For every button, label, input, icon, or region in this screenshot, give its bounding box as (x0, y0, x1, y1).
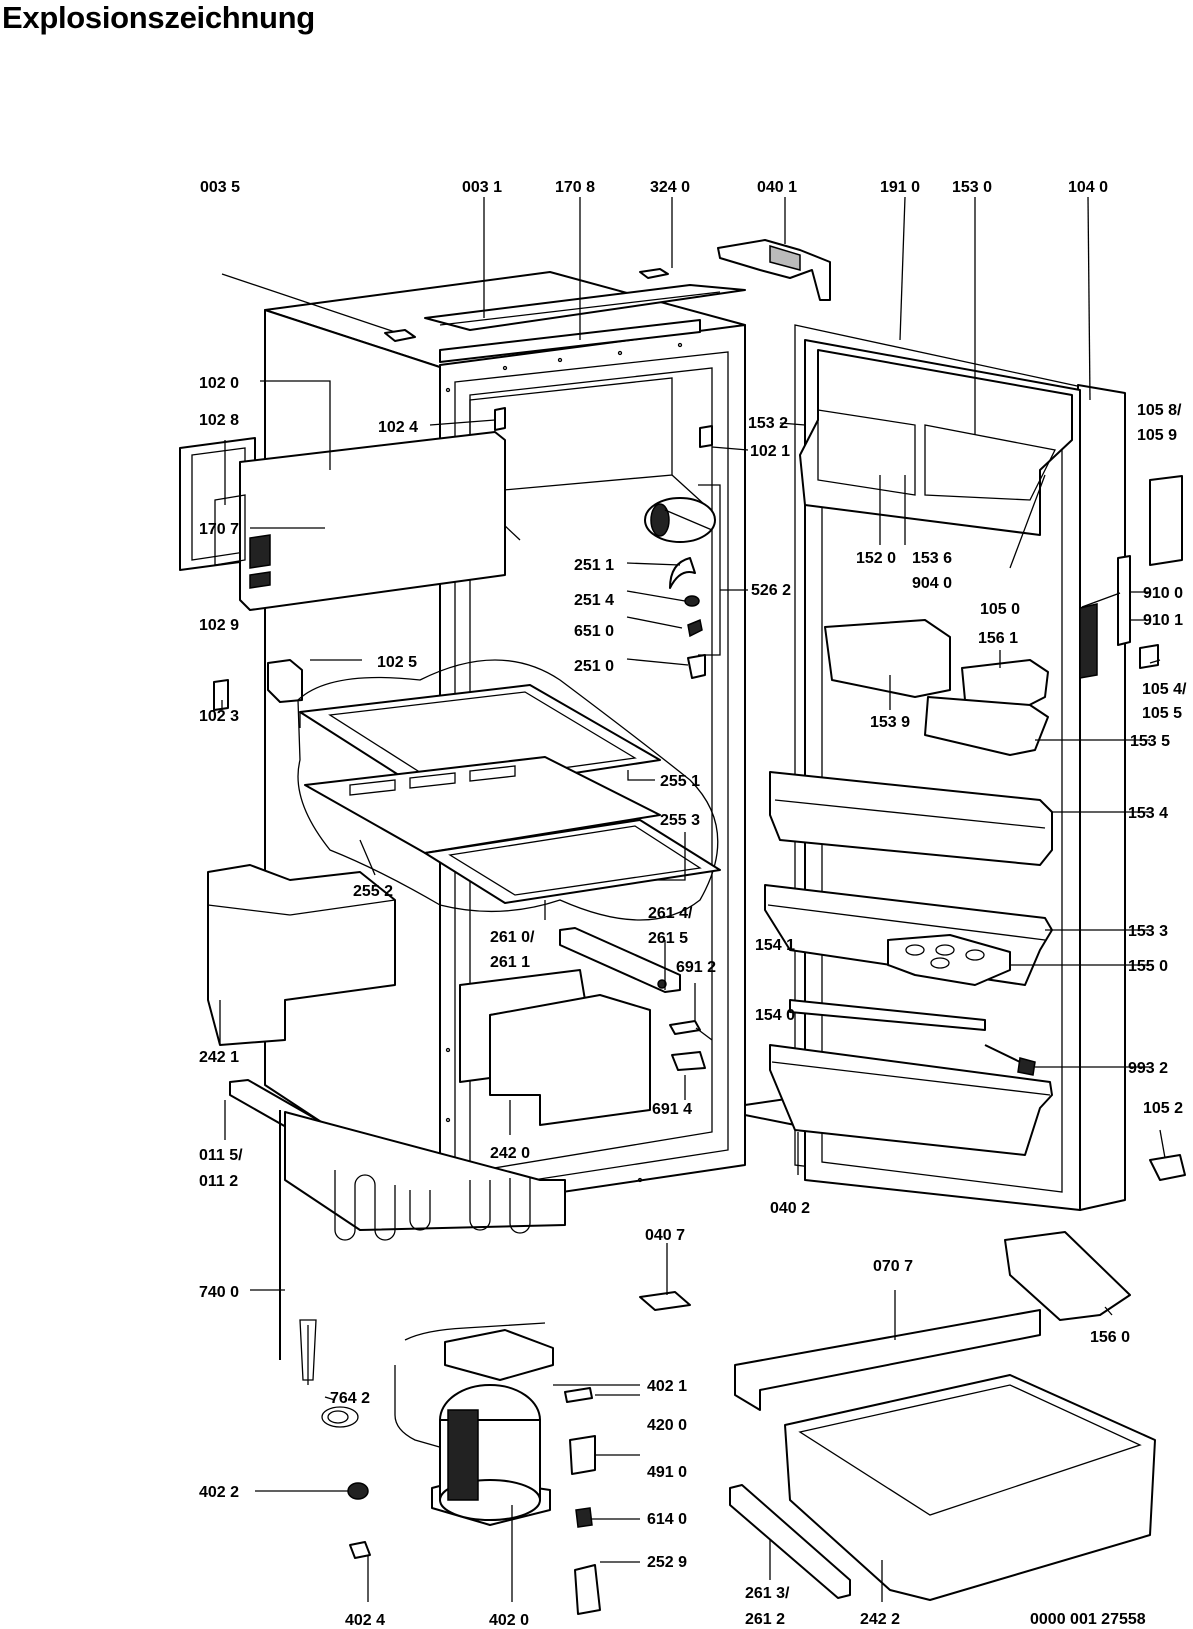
label-4021: 402 1 (647, 1378, 687, 1395)
label-2529: 252 9 (647, 1554, 687, 1571)
label-2611: 261 1 (490, 954, 530, 971)
label-0402: 040 2 (770, 1200, 810, 1217)
label-1910: 191 0 (880, 179, 920, 196)
label-4020: 402 0 (489, 1612, 529, 1629)
label-1707: 170 7 (199, 521, 239, 538)
label-2551: 255 1 (660, 773, 700, 790)
label-1532: 153 2 (748, 415, 788, 432)
label-1021: 102 1 (750, 443, 790, 460)
label-2614: 261 4/ (648, 905, 693, 922)
label-1536: 153 6 (912, 550, 952, 567)
label-1535: 153 5 (1130, 733, 1170, 750)
label-5262: 526 2 (751, 582, 791, 599)
label-0031: 003 1 (462, 179, 502, 196)
label-1020: 102 0 (199, 375, 239, 392)
label-2420: 242 0 (490, 1145, 530, 1162)
label-2511: 251 1 (574, 557, 614, 574)
label-4200: 420 0 (647, 1417, 687, 1434)
label-1059: 105 9 (1137, 427, 1177, 444)
label-2421: 242 1 (199, 1049, 239, 1066)
label-4910: 491 0 (647, 1464, 687, 1481)
label-1534: 153 4 (1128, 805, 1168, 822)
label-1708: 170 8 (555, 179, 595, 196)
document-number: 0000 001 27558 (1030, 1611, 1146, 1628)
leader-lines (219, 196, 1166, 1602)
label-2510: 251 0 (574, 658, 614, 675)
label-1058: 105 8/ (1137, 402, 1182, 419)
label-9932: 993 2 (1128, 1060, 1168, 1077)
label-1028: 102 8 (199, 412, 239, 429)
label-2613: 261 3/ (745, 1585, 790, 1602)
label-1029: 102 9 (199, 617, 239, 634)
part-labels: 003 5 003 1 170 8 324 0 040 1 191 0 153 … (199, 179, 1187, 1629)
label-9100: 910 0 (1143, 585, 1183, 602)
label-3240: 324 0 (650, 179, 690, 196)
label-2422: 242 2 (860, 1611, 900, 1628)
label-0401: 040 1 (757, 179, 797, 196)
freezer-door (179, 407, 713, 711)
label-2612: 261 2 (745, 1611, 785, 1628)
thermostat-assembly (644, 497, 716, 679)
label-1025: 102 5 (377, 654, 417, 671)
label-1052: 105 2 (1143, 1100, 1183, 1117)
label-1540: 154 0 (755, 1007, 795, 1024)
label-1050: 105 0 (980, 601, 1020, 618)
label-0112: 011 2 (199, 1173, 238, 1190)
label-1560: 156 0 (1090, 1329, 1130, 1346)
label-2553: 255 3 (660, 812, 700, 829)
label-1530: 153 0 (952, 179, 992, 196)
label-4022: 402 2 (199, 1484, 239, 1501)
label-1541: 154 1 (755, 937, 795, 954)
label-1024: 102 4 (378, 419, 418, 436)
main-door (764, 324, 1186, 1211)
label-1055: 105 5 (1142, 705, 1182, 722)
label-0115: 011 5/ (199, 1147, 243, 1164)
top-hinge (717, 239, 831, 301)
label-6140: 614 0 (647, 1511, 687, 1528)
label-0035: 003 5 (200, 179, 240, 196)
label-7400: 740 0 (199, 1284, 239, 1301)
label-9101: 910 1 (1143, 612, 1183, 629)
condenser-compressor (279, 1096, 836, 1615)
label-7642: 764 2 (330, 1390, 370, 1407)
label-2514: 251 4 (574, 592, 614, 609)
label-0707: 070 7 (873, 1258, 913, 1275)
label-2552: 255 2 (353, 883, 393, 900)
label-6912: 691 2 (676, 959, 716, 976)
label-1539: 153 9 (870, 714, 910, 731)
label-6510: 651 0 (574, 623, 614, 640)
drawing-title: Explosionszeichnung (2, 0, 315, 35)
label-1040: 104 0 (1068, 179, 1108, 196)
label-2610: 261 0/ (490, 929, 535, 946)
label-4024: 402 4 (345, 1612, 385, 1629)
label-1520: 152 0 (856, 550, 896, 567)
label-6914: 691 4 (652, 1101, 692, 1118)
label-1533: 153 3 (1128, 923, 1168, 940)
label-0407: 040 7 (645, 1227, 685, 1244)
label-1561: 156 1 (978, 630, 1018, 647)
label-1054: 105 4/ (1142, 681, 1187, 698)
label-1023: 102 3 (199, 708, 239, 725)
label-2615: 261 5 (648, 930, 688, 947)
label-9040: 904 0 (912, 575, 952, 592)
bottom-accessories (729, 1231, 1156, 1601)
label-1550: 155 0 (1128, 958, 1168, 975)
glass-shelves (297, 659, 721, 921)
